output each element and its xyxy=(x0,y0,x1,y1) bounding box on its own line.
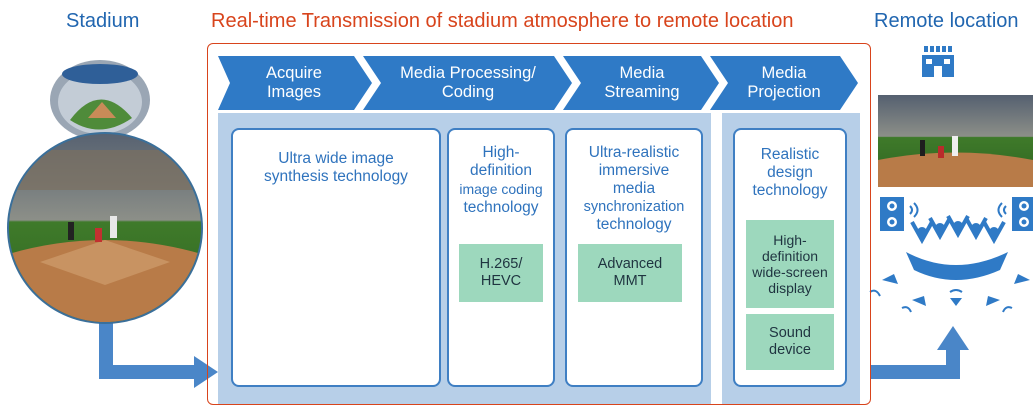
remote-location-label: Remote location xyxy=(874,10,1019,32)
building-icon xyxy=(922,46,954,77)
tech-hevc: H.265/ HEVC xyxy=(459,244,543,302)
transmission-frame xyxy=(207,43,871,405)
stadium-closeup-image xyxy=(7,132,203,324)
tech-advanced-mmt: Advanced MMT xyxy=(578,244,682,302)
banner-title: Real-time Transmission of stadium atmosp… xyxy=(211,10,794,32)
remote-screen-image xyxy=(878,95,1033,187)
stadium-label: Stadium xyxy=(66,10,140,32)
process-chevrons xyxy=(218,56,858,110)
speaker-icon-right xyxy=(997,197,1033,231)
tech-sound-device: Sound device xyxy=(746,314,834,370)
crowd-icon xyxy=(906,215,1008,280)
tech-widescreen-display: High- definition wide-screen display xyxy=(746,220,834,308)
sound-wave-icons xyxy=(869,274,1030,313)
chevron-processing xyxy=(363,56,572,110)
step-processing-label: Media Processing/Coding xyxy=(400,64,536,101)
chevron-streaming xyxy=(563,56,719,110)
chevron-projection xyxy=(710,56,858,110)
stadium-flow-arrow xyxy=(99,322,218,388)
remote-flow-arrow xyxy=(870,326,969,379)
speaker-icon-left xyxy=(880,197,919,231)
chevron-acquire xyxy=(218,56,372,110)
stadium-aerial-image xyxy=(50,60,150,140)
